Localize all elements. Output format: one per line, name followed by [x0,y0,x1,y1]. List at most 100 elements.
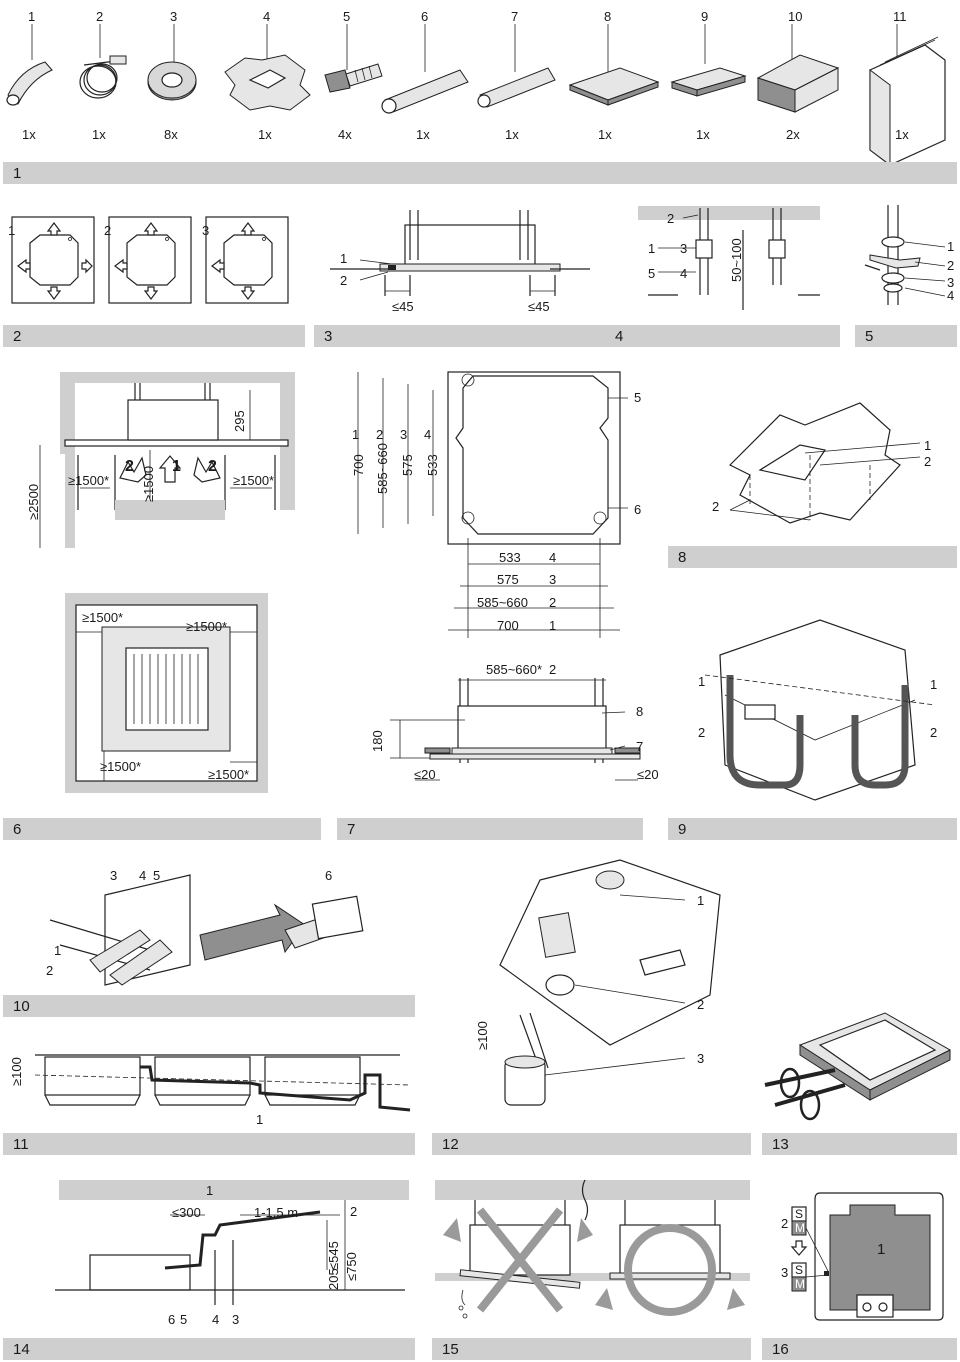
circled-2: 2 [549,595,557,610]
dimension-50-100: 50~100 [729,238,744,282]
switch-letter-s: S [795,1207,804,1221]
label-5: 5 [153,868,161,883]
airflow-label: 1 [172,458,181,475]
label-6: 6 [325,868,333,883]
dimension-ge1500-star: ≥1500* [68,473,110,488]
label-2: 2 [697,997,705,1012]
part-quantity: 1x [416,127,430,142]
parts-illustrations [6,24,946,166]
dimension-le20: ≤20 [637,767,659,782]
dimension-585-660: 585~660 [375,443,390,494]
section-header-6: 6 [3,818,321,840]
label-1: 1 [924,438,932,453]
dimension-le300: ≤300 [172,1205,201,1220]
label-2: 2 [924,454,932,469]
label-1: 1 [340,251,348,266]
circled-1: 1 [549,618,557,633]
dimension-575: 575 [497,572,519,587]
label-3: 3 [947,275,955,290]
label-3: 3 [110,868,118,883]
label-4: 4 [139,868,147,883]
part-number: 2 [96,9,104,24]
clearance-plan-view [65,593,268,793]
template-fixing-diagram [728,402,921,524]
label-1: 1 [648,241,656,256]
dimension-ge100: ≥100 [9,1057,24,1086]
dimension-ge1500-star: ≥1500* [82,610,124,625]
section-header-13: 13 [762,1133,957,1155]
drain-lift-diagram [55,1180,409,1305]
label-1: 1 [697,893,705,908]
dimension-180: 180 [370,730,385,752]
option-label: 2 [104,223,112,238]
label-3: 3 [232,1312,240,1327]
part-number: 7 [511,9,519,24]
section-header-8: 8 [668,546,957,568]
dimension-le545: ≤545 [326,1241,341,1270]
circled-3: 3 [400,427,408,442]
label-2: 2 [667,211,675,226]
section-header-11: 11 [3,1133,415,1155]
label-2: 2 [930,725,938,740]
section-header-15: 15 [432,1338,751,1360]
label-6: 6 [168,1312,176,1327]
label-1: 1 [256,1112,264,1127]
drain-slope-diagram [34,1054,411,1112]
part-quantity: 2x [786,127,800,142]
dimension-ge1500-star: ≥1500* [208,767,250,782]
dimension-205: 205 [326,1268,341,1290]
label-2: 2 [698,725,706,740]
label-4: 4 [212,1312,220,1327]
dip-switch-diagram [790,1192,944,1321]
section-header-4: 4 [605,325,840,347]
section-header-10: 10 [3,995,415,1017]
section-header-16: 16 [762,1338,957,1360]
dimension-le45: ≤45 [392,299,414,314]
dimension-ge1500-star: ≥1500* [233,473,275,488]
label-5: 5 [634,390,642,405]
label-4: 4 [680,266,688,281]
unit-hoses-diagram [704,619,936,801]
dimension-700: 700 [351,454,366,476]
part-number: 10 [788,9,803,24]
section-header-5: 5 [855,325,957,347]
part-quantity: 8x [164,127,178,142]
part-quantity: 1x [92,127,106,142]
airflow-check-diagram [435,1179,750,1319]
part-quantity: 4x [338,127,352,142]
bolt-detail-diagram [864,205,946,305]
circled-4: 4 [424,427,432,442]
label-3: 3 [781,1265,789,1280]
dimension-585-660: 585~660 [477,595,528,610]
label-1: 1 [698,674,706,689]
circled-2: 2 [549,662,557,677]
section-header-3: 3 [314,325,619,347]
dimension-585-660-star: 585~660* [486,662,543,677]
section-header-14: 14 [3,1338,415,1360]
label-4: 4 [947,288,955,303]
label-7: 7 [636,739,644,754]
airflow-label: 2 [208,458,217,475]
label-1: 1 [947,239,955,254]
part-number: 5 [343,9,351,24]
label-2: 2 [350,1204,358,1219]
label-5: 5 [180,1312,188,1327]
label-1: 1 [877,1241,886,1258]
dimension-ge1500-star: ≥1500* [100,759,142,774]
part-quantity: 1x [696,127,710,142]
part-quantity: 1x [22,127,36,142]
circled-3: 3 [549,572,557,587]
part-number: 4 [263,9,271,24]
label-3: 3 [680,241,688,256]
part-quantity: 1x [258,127,272,142]
section-header-12: 12 [432,1133,751,1155]
dimension-533: 533 [425,454,440,476]
pipe-insulation-diagram [49,874,364,986]
dimension-575: 575 [400,454,415,476]
dimension-533: 533 [499,550,521,565]
part-quantity: 1x [895,127,909,142]
dimension-ge1500-star: ≥1500* [186,619,228,634]
circled-4: 4 [549,550,557,565]
label-6: 6 [634,502,642,517]
clearance-side-view [39,372,295,548]
